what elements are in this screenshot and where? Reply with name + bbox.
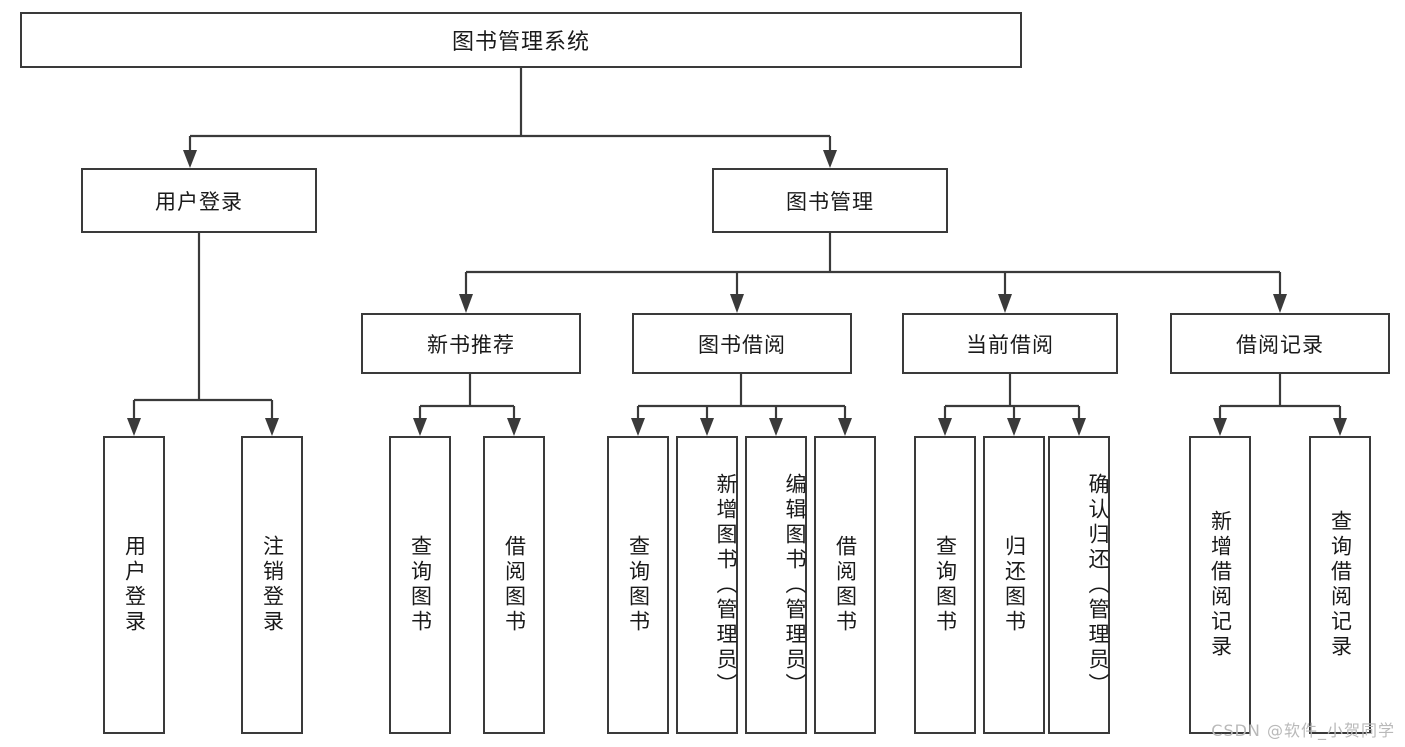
- arrowhead-current-borrow: [998, 294, 1012, 313]
- arrowhead-leaf-confirm-return: [1072, 418, 1086, 436]
- arrowhead-leaf-query-record: [1333, 418, 1347, 436]
- arrowhead-leaf-borrow-book-2: [838, 418, 852, 436]
- node-leaf-confirm-return-label: 确认归还（管理员）: [1086, 472, 1110, 698]
- node-leaf-add-book-label: 新增图书（管理员）: [714, 472, 738, 698]
- node-user-login[interactable]: 用户登录: [81, 168, 317, 233]
- node-leaf-query-book-2-label: 查询图书: [626, 535, 651, 635]
- node-leaf-query-book-2[interactable]: 查询图书: [607, 436, 669, 734]
- arrowhead-leaf-add-book: [700, 418, 714, 436]
- node-leaf-return-book[interactable]: 归还图书: [983, 436, 1045, 734]
- node-leaf-add-record-label: 新增借阅记录: [1208, 510, 1233, 660]
- node-leaf-query-book-3-label: 查询图书: [933, 535, 958, 635]
- arrowhead-leaf-user-logout: [265, 418, 279, 436]
- node-borrow-record-label: 借阅记录: [1236, 332, 1324, 357]
- arrowhead-borrow-record: [1273, 294, 1287, 313]
- node-new-book-recommend-label: 新书推荐: [427, 332, 515, 357]
- node-book-borrow[interactable]: 图书借阅: [632, 313, 852, 374]
- node-root-label: 图书管理系统: [451, 30, 590, 55]
- arrowhead-leaf-borrow-book-1: [507, 418, 521, 436]
- node-leaf-borrow-book-1-label: 借阅图书: [502, 535, 527, 635]
- node-leaf-return-book-label: 归还图书: [1002, 535, 1027, 635]
- arrowhead-book-manage: [823, 150, 837, 168]
- node-leaf-borrow-book-2[interactable]: 借阅图书: [814, 436, 876, 734]
- node-leaf-borrow-book-2-label: 借阅图书: [833, 535, 858, 635]
- node-current-borrow-label: 当前借阅: [966, 332, 1054, 357]
- arrowhead-leaf-query-book-2: [631, 418, 645, 436]
- node-leaf-confirm-return[interactable]: 确认归还（管理员）: [1048, 436, 1110, 734]
- node-leaf-query-book-1-label: 查询图书: [408, 535, 433, 635]
- node-borrow-record[interactable]: 借阅记录: [1170, 313, 1390, 374]
- node-leaf-add-book[interactable]: 新增图书（管理员）: [676, 436, 738, 734]
- node-leaf-edit-book-label: 编辑图书（管理员）: [783, 472, 807, 698]
- node-leaf-edit-book[interactable]: 编辑图书（管理员）: [745, 436, 807, 734]
- node-leaf-query-book-1[interactable]: 查询图书: [389, 436, 451, 734]
- node-root[interactable]: 图书管理系统: [20, 12, 1022, 68]
- node-leaf-add-record[interactable]: 新增借阅记录: [1189, 436, 1251, 734]
- node-book-manage[interactable]: 图书管理: [712, 168, 948, 233]
- node-new-book-recommend[interactable]: 新书推荐: [361, 313, 581, 374]
- arrowhead-book-borrow: [730, 294, 744, 313]
- node-book-borrow-label: 图书借阅: [698, 332, 786, 357]
- node-leaf-user-login[interactable]: 用户登录: [103, 436, 165, 734]
- arrowhead-user-login: [183, 150, 197, 168]
- node-current-borrow[interactable]: 当前借阅: [902, 313, 1118, 374]
- node-leaf-query-record-label: 查询借阅记录: [1328, 510, 1353, 660]
- node-leaf-query-book-3[interactable]: 查询图书: [914, 436, 976, 734]
- node-leaf-user-logout-label: 注销登录: [260, 535, 285, 635]
- node-leaf-user-login-label: 用户登录: [122, 535, 147, 635]
- arrowhead-leaf-user-login: [127, 418, 141, 436]
- node-leaf-user-logout[interactable]: 注销登录: [241, 436, 303, 734]
- node-user-login-label: 用户登录: [155, 189, 243, 214]
- arrowhead-leaf-return-book: [1007, 418, 1021, 436]
- node-leaf-query-record[interactable]: 查询借阅记录: [1309, 436, 1371, 734]
- arrowhead-leaf-query-book-1: [413, 418, 427, 436]
- arrowhead-new-book-recommend: [459, 294, 473, 313]
- arrowhead-leaf-edit-book: [769, 418, 783, 436]
- csdn-watermark: CSDN @软件_小贺同学: [1211, 721, 1395, 740]
- node-book-manage-label: 图书管理: [786, 189, 874, 214]
- arrowhead-leaf-query-book-3: [938, 418, 952, 436]
- node-leaf-borrow-book-1[interactable]: 借阅图书: [483, 436, 545, 734]
- arrowhead-leaf-add-record: [1213, 418, 1227, 436]
